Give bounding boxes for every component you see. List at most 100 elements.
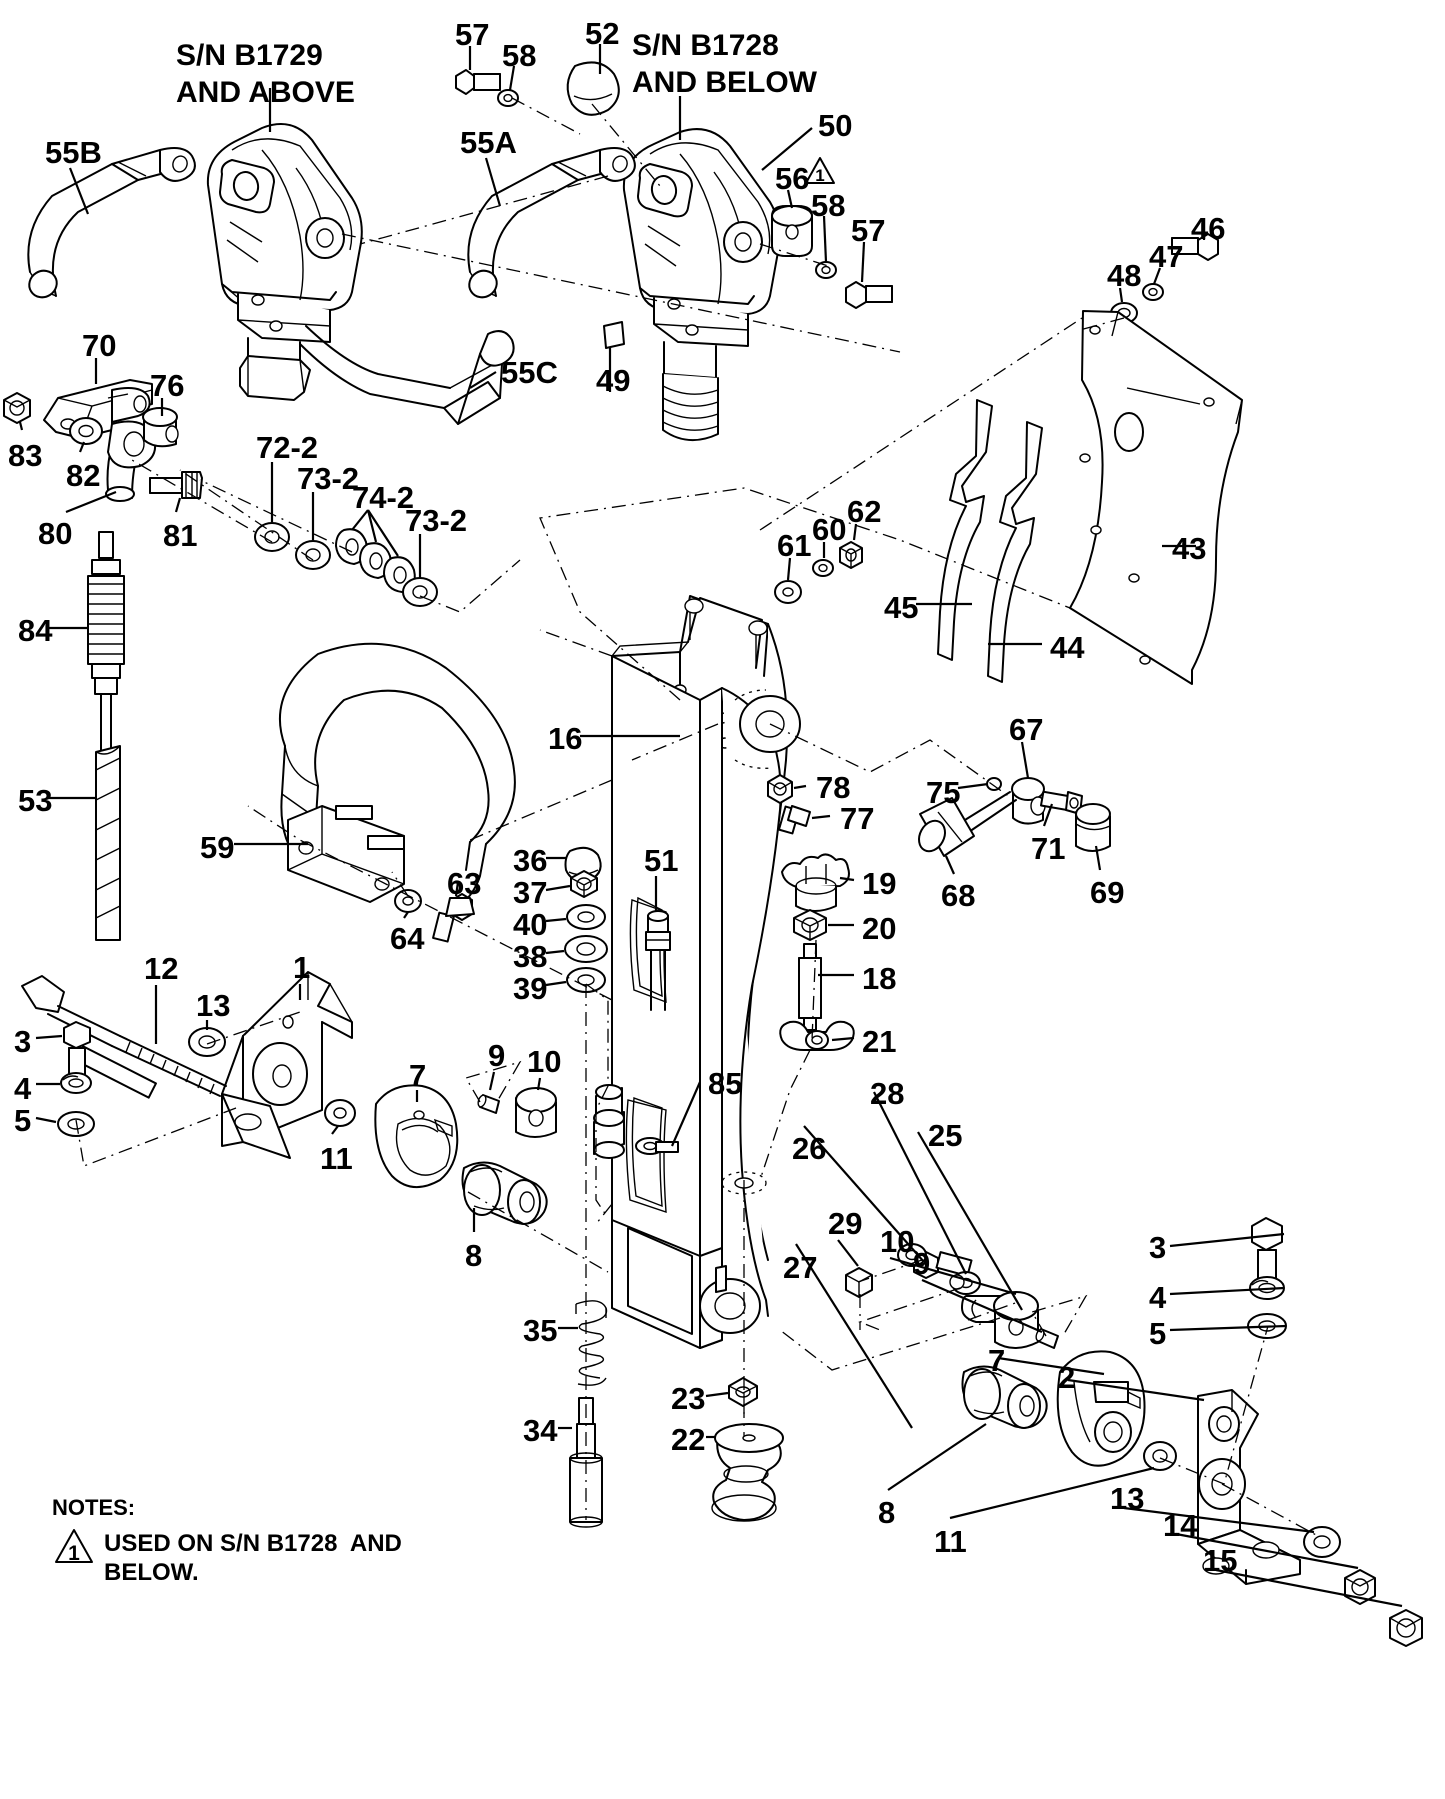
note-item-1: USED ON S/N B1728 AND BELOW. <box>104 1530 402 1586</box>
nut-29 <box>845 1267 965 1298</box>
callout-75: 75 <box>926 775 961 810</box>
callout-36: 36 <box>513 843 548 878</box>
knob-19 <box>781 853 850 912</box>
callout-11: 11 <box>320 1141 353 1176</box>
callout-27: 27 <box>783 1250 818 1285</box>
washer-11-left <box>324 1099 356 1127</box>
callout-45: 45 <box>884 590 919 625</box>
washer-40 <box>566 904 606 930</box>
washer-5-left <box>57 1111 95 1137</box>
callout-51: 51 <box>644 843 679 878</box>
column-16 <box>593 595 801 1349</box>
callout-49: 49 <box>596 363 631 398</box>
callout-13: 13 <box>1110 1481 1145 1516</box>
washer-11-right <box>1143 1441 1177 1471</box>
callout-40: 40 <box>513 907 548 942</box>
lever-head-below <box>467 61 781 441</box>
callout-3: 3 <box>1149 1230 1167 1265</box>
washer-13-right <box>1303 1526 1341 1558</box>
callout-9: 9 <box>488 1038 506 1073</box>
drum-7-right <box>1056 1350 1146 1467</box>
washer-72-2 <box>254 522 290 552</box>
callout-18: 18 <box>862 961 897 996</box>
callout-7: 7 <box>409 1058 427 1093</box>
washer-82 <box>69 417 103 445</box>
callout-53: 53 <box>18 783 53 818</box>
callout-50: 50 <box>818 108 853 143</box>
callout-26: 26 <box>792 1131 827 1166</box>
callout-44: 44 <box>1050 630 1085 665</box>
callout-82: 82 <box>66 458 101 493</box>
callout-57: 57 <box>455 17 490 52</box>
washer-4-left <box>60 1072 92 1094</box>
cable-53 <box>95 745 121 941</box>
wing-nut-21 <box>779 1020 855 1051</box>
pin-9-left <box>477 1094 500 1114</box>
callout-69: 69 <box>1090 875 1125 910</box>
cap-69 <box>1075 803 1111 852</box>
nut-20 <box>793 909 827 941</box>
callout-55a: 55A <box>460 125 517 160</box>
callout-10: 10 <box>880 1224 915 1259</box>
callout-5: 5 <box>1149 1316 1167 1351</box>
washer-61 <box>774 580 802 604</box>
knob-52 <box>566 61 620 116</box>
callout-22: 22 <box>671 1422 706 1457</box>
nut-83 <box>3 392 31 424</box>
callout-16: 16 <box>548 721 583 756</box>
spacer-10-left <box>515 1087 557 1138</box>
nut-15 <box>1389 1609 1423 1647</box>
callout-63: 63 <box>447 866 482 901</box>
callout-70: 70 <box>82 328 117 363</box>
callout-80: 80 <box>38 516 73 551</box>
callout-60: 60 <box>812 512 847 547</box>
washer-47 <box>1142 283 1164 301</box>
bolt-81 <box>149 471 203 499</box>
hose-55B <box>27 147 196 299</box>
callout-5: 5 <box>14 1103 32 1138</box>
callout-7: 7 <box>988 1343 1006 1378</box>
callout-55b: 55B <box>45 135 102 170</box>
callout-8: 8 <box>878 1495 896 1530</box>
bolt-3-right <box>1251 1217 1283 1281</box>
fastener-57-top-left <box>455 69 501 95</box>
callout-23: 23 <box>671 1381 706 1416</box>
drum-7-left <box>374 1084 459 1188</box>
bolt-77 <box>777 805 811 835</box>
callout-78: 78 <box>816 770 851 805</box>
callout-21: 21 <box>862 1024 897 1059</box>
washer-73-2-a <box>295 540 331 570</box>
callout-11: 11 <box>934 1524 967 1559</box>
nut-78 <box>767 774 793 804</box>
callout-73-2: 73-2 <box>297 461 360 496</box>
callout-59: 59 <box>200 830 235 865</box>
callout-12: 12 <box>144 951 179 986</box>
screw-18 <box>798 943 822 1031</box>
pulley-8-right <box>961 1365 1048 1429</box>
hose-55C <box>299 325 515 425</box>
notes-title: NOTES: <box>52 1495 136 1520</box>
callout-1: 1 <box>293 950 311 985</box>
callout-9: 9 <box>913 1246 931 1281</box>
callout-13: 13 <box>196 988 231 1023</box>
callout-64: 64 <box>390 921 425 956</box>
washer-58-right <box>815 261 837 279</box>
cup-washers-74-2 <box>335 528 416 593</box>
washer-13-left <box>188 1027 226 1057</box>
callout-15: 15 <box>1203 1543 1238 1578</box>
callout-85: 85 <box>708 1066 743 1101</box>
callout-55c: 55C <box>501 355 558 390</box>
pulley-8-left <box>461 1161 548 1225</box>
roller-mount <box>593 1084 625 1159</box>
plate-43 <box>1069 310 1243 685</box>
callout-4: 4 <box>1149 1280 1167 1315</box>
callout-73-2: 73-2 <box>405 503 468 538</box>
callout-67: 67 <box>1009 712 1044 747</box>
bolt-46 <box>1171 233 1219 261</box>
washer-64 <box>394 889 422 913</box>
fitting-85 <box>635 1137 679 1155</box>
note-warning-triangle: 1 <box>55 1529 93 1565</box>
assembly-centerlines <box>75 97 1319 1537</box>
